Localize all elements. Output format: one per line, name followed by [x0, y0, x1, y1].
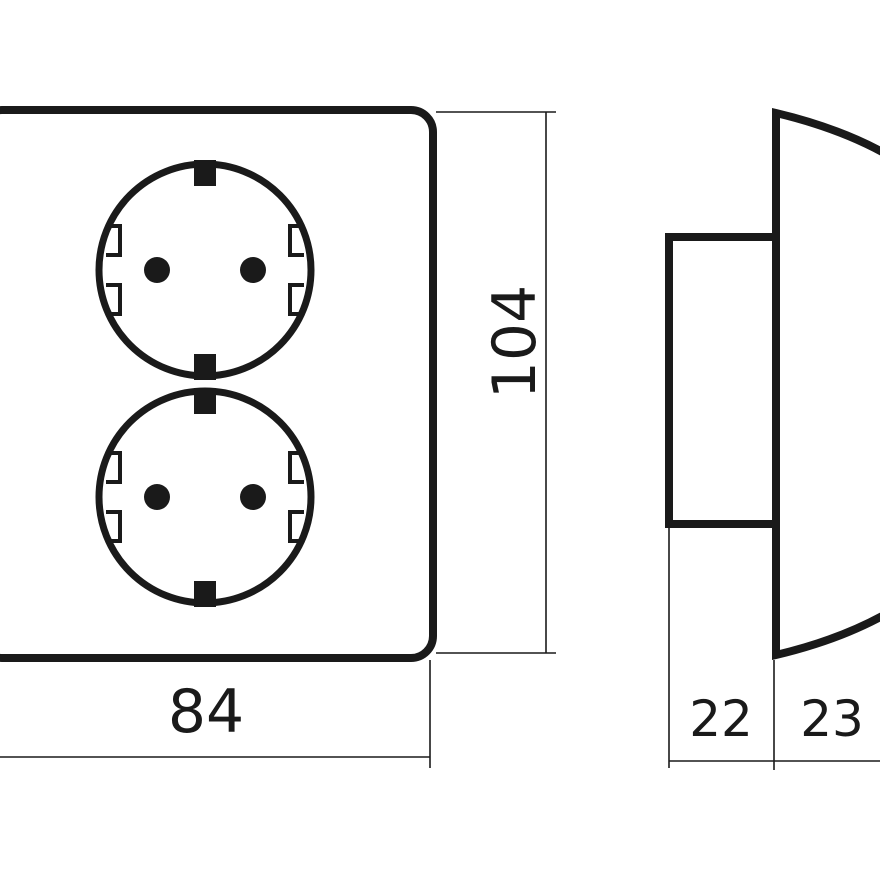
side-view — [665, 107, 880, 661]
socket-top-earth-contact-lower — [194, 354, 216, 380]
socket-top-pin-hole-right — [240, 257, 266, 283]
socket-bottom-earth-contact-lower — [194, 581, 216, 607]
front-dimension-lines — [0, 111, 556, 768]
side-dimension-lines — [668, 528, 880, 770]
base-box-outline — [665, 233, 772, 528]
cover-depth-label: 23 — [800, 690, 864, 748]
socket-plate-outline — [0, 106, 437, 662]
socket-top-ring — [95, 160, 315, 380]
socket-top — [95, 160, 315, 380]
socket-top-side-clips — [106, 224, 304, 316]
socket-bottom-pin-hole-left — [144, 484, 170, 510]
socket-bottom-side-clips — [106, 451, 304, 543]
socket-top-earth-contact-upper — [194, 160, 216, 186]
socket-bottom-ring — [95, 387, 315, 607]
base-depth-label: 22 — [689, 690, 753, 748]
front-view — [0, 106, 437, 662]
socket-bottom — [95, 387, 315, 607]
socket-top-pin-hole-left — [144, 257, 170, 283]
height-dimension-label: 104 — [480, 285, 550, 400]
cover-dome-outline — [772, 107, 880, 661]
socket-bottom-pin-hole-right — [240, 484, 266, 510]
width-dimension-label: 84 — [168, 677, 244, 747]
socket-bottom-earth-contact-upper — [194, 388, 216, 414]
